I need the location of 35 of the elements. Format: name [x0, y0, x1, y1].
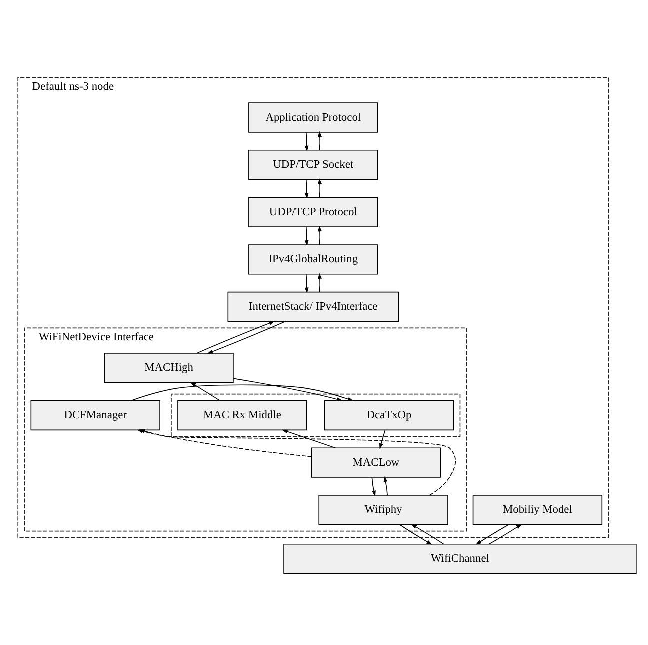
node-box: Application Protocol	[248, 102, 378, 133]
node-box: Wifiphy	[318, 495, 448, 526]
arrow	[304, 226, 309, 246]
node-box: Mobiliy Model	[472, 495, 603, 526]
arrow	[318, 273, 322, 293]
node-box: DCFManager	[30, 400, 160, 431]
arrow	[190, 382, 221, 402]
node-box: DcaTxOp	[324, 400, 454, 431]
arrow	[384, 476, 388, 496]
node-box: UDP/TCP Socket	[248, 150, 378, 180]
node-box: IPv4GlobalRouting	[248, 244, 378, 275]
node-box: UDP/TCP Protocol	[248, 197, 378, 228]
arrow	[379, 430, 386, 450]
arrow	[400, 524, 432, 545]
arrow	[411, 524, 444, 545]
arrow	[318, 226, 322, 246]
arrow	[196, 321, 275, 354]
arrow	[233, 378, 343, 402]
arrow	[476, 524, 510, 545]
node-box: MACLow	[311, 448, 442, 478]
arrow	[372, 477, 376, 497]
node-box: MACHigh	[104, 353, 234, 384]
arrow	[131, 384, 354, 402]
arrow	[304, 132, 309, 152]
node-box: InternetStack/ IPv4Interface	[228, 292, 400, 322]
node-box: WifiChannel	[284, 544, 637, 574]
cluster	[171, 394, 461, 438]
arrow	[282, 430, 336, 449]
node-box: MAC Rx Middle	[178, 400, 308, 431]
arrow	[207, 321, 286, 354]
arrow	[318, 178, 322, 198]
arrow	[304, 179, 309, 199]
arrow	[488, 524, 522, 545]
arrow	[304, 274, 309, 294]
arrow	[318, 131, 322, 151]
